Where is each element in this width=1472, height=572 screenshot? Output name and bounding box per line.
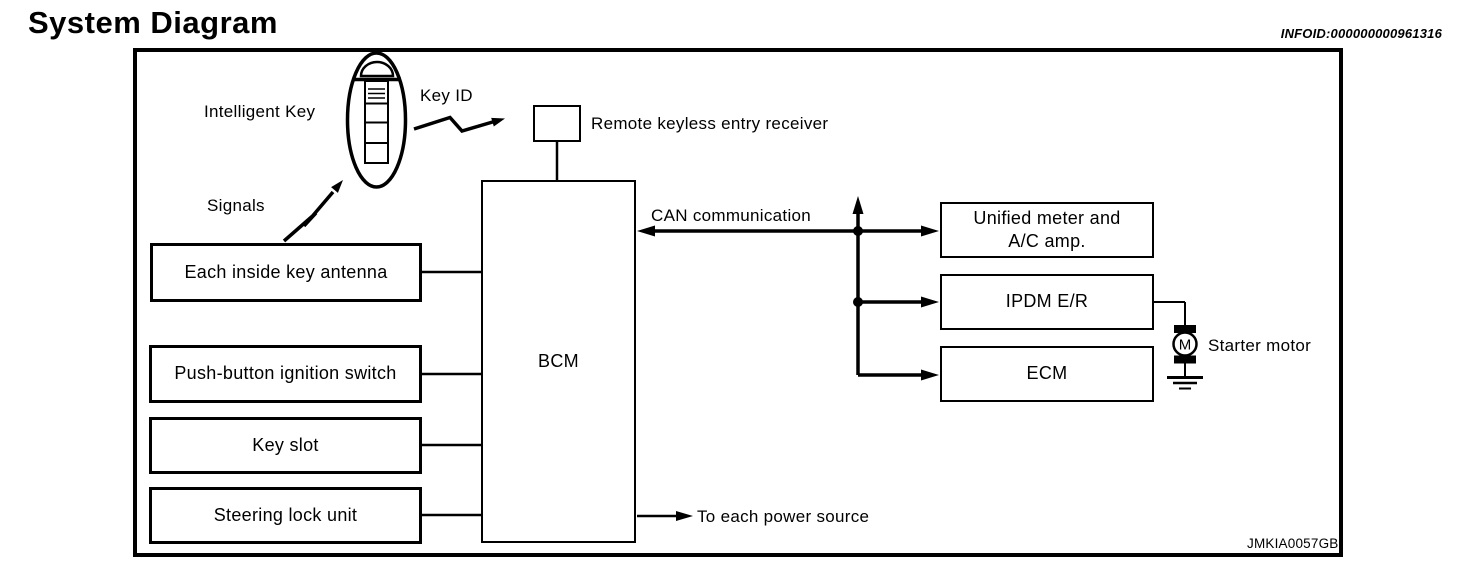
node-each-inside-key-antenna: Each inside key antenna <box>150 243 422 302</box>
node-label: ECM <box>1026 363 1068 384</box>
key-id-label: Key ID <box>420 86 473 105</box>
node-unified-meter-ac-amp: Unified meter and A/C amp. <box>940 202 1154 258</box>
node-remote-keyless-entry-receiver <box>533 105 581 142</box>
remote-receiver-label: Remote keyless entry receiver <box>591 114 829 133</box>
node-label: IPDM E/R <box>1005 291 1089 312</box>
node-label: Steering lock unit <box>213 504 358 525</box>
diagram-frame <box>133 48 1343 557</box>
signals-label: Signals <box>207 196 265 215</box>
node-steering-lock-unit: Steering lock unit <box>149 487 422 544</box>
can-communication-label: CAN communication <box>651 206 812 225</box>
node-ipdm-er: IPDM E/R <box>940 274 1154 330</box>
page-title: System Diagram <box>28 5 278 40</box>
intelligent-key-label: Intelligent Key <box>204 102 316 121</box>
starter-motor-label: Starter motor <box>1208 336 1312 355</box>
figure-code: JMKIA0057GB <box>1247 536 1339 551</box>
node-bcm: BCM <box>481 180 636 543</box>
node-push-button-ignition-switch: Push-button ignition switch <box>149 345 422 403</box>
node-label-line2: A/C amp. <box>1008 231 1086 251</box>
node-label-line1: Unified meter and <box>973 207 1121 228</box>
power-source-label: To each power source <box>697 507 870 526</box>
node-label: Key slot <box>252 434 319 455</box>
node-label: BCM <box>538 350 579 371</box>
node-label: Push-button ignition switch <box>174 363 397 384</box>
node-key-slot: Key slot <box>149 417 422 474</box>
node-ecm: ECM <box>940 346 1154 402</box>
infoid-text: INFOID:000000000961316 <box>1280 26 1442 41</box>
node-label: Each inside key antenna <box>184 261 388 282</box>
